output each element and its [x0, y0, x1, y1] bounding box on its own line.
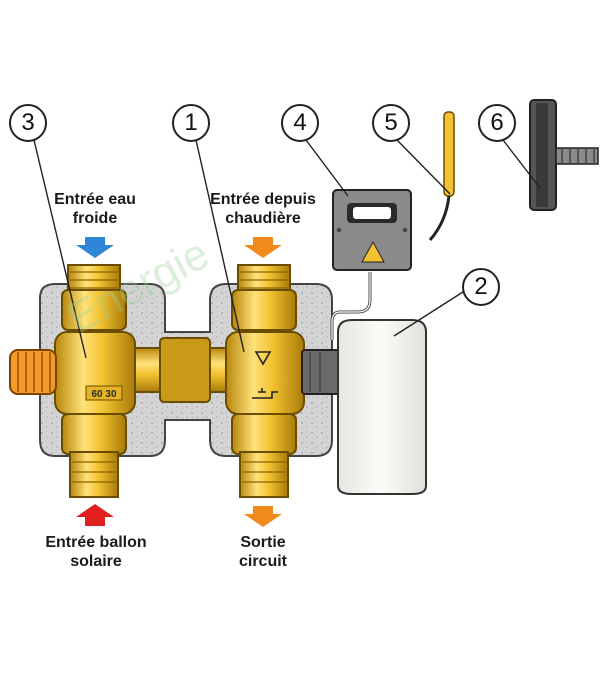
leader-line-2	[393, 289, 467, 337]
arrow-down-icon	[76, 237, 114, 258]
arrow-up-icon	[76, 504, 114, 526]
callout-1: 1	[172, 104, 210, 142]
callout-6: 6	[478, 104, 516, 142]
callout-3: 3	[9, 104, 47, 142]
label-line: Sortie	[240, 534, 286, 551]
actuator-box	[337, 319, 427, 495]
leader-line-5	[396, 139, 451, 195]
callout-4: 4	[281, 104, 319, 142]
label-line: circuit	[238, 553, 287, 570]
label-line: solaire	[70, 553, 122, 570]
mixing-valve	[54, 264, 136, 498]
control-unit	[332, 189, 412, 271]
leader-line-3	[33, 139, 87, 359]
thermometer	[529, 99, 599, 211]
label-line: Entrée ballon	[45, 534, 147, 551]
temperature-probe	[428, 111, 455, 241]
label-line: chaudière	[225, 210, 301, 227]
label-line: Entrée eau	[54, 191, 136, 208]
label-line: froide	[72, 210, 118, 227]
label-line: Entrée depuis	[210, 191, 316, 208]
arrow-down-icon	[244, 506, 282, 527]
pump-flange	[159, 337, 211, 403]
arrow-down-icon	[244, 237, 282, 258]
tap-icon	[252, 388, 278, 399]
label-circuit-outlet: Sortie circuit	[213, 533, 313, 571]
check-valve	[225, 264, 305, 498]
mixer-marking: 60 30	[91, 389, 116, 400]
callout-5: 5	[372, 104, 410, 142]
label-solar-tank-inlet: Entrée ballon solaire	[30, 533, 162, 571]
label-boiler-inlet: Entrée depuis chaudière	[196, 190, 330, 228]
callout-2: 2	[462, 268, 500, 306]
adjustment-knob[interactable]	[9, 349, 57, 395]
triangle-icon	[254, 351, 272, 366]
leader-line-1	[195, 139, 245, 353]
leader-line-6	[502, 139, 541, 189]
label-cold-water-inlet: Entrée eau froide	[30, 190, 160, 228]
leader-line-4	[305, 139, 349, 197]
